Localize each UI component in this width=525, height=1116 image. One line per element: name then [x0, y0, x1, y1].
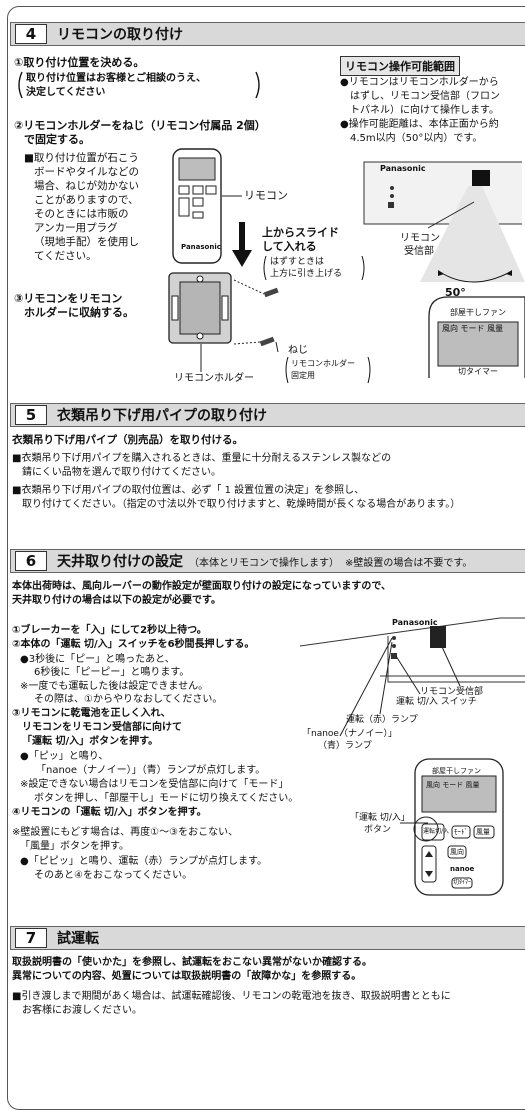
- run-button[interactable]: 運転切/入: [423, 828, 450, 835]
- screw-icon: [233, 279, 279, 353]
- label-screw: ねじ: [288, 345, 308, 356]
- s5-p1: ■衣類吊り下げ用パイプを購入されるときは、重量に十分耐えるステンレス製などの: [12, 453, 392, 464]
- fan-button[interactable]: 風量: [476, 828, 490, 836]
- remote-screen-title: 部屋干しファン: [450, 308, 506, 317]
- s6-step-line: ※壁設置にもどす場合は、再度①〜③をおこない、: [12, 827, 239, 838]
- s5-p2: ■衣類吊り下げ用パイプの取付位置は、必ず「 1 設置位置の決定」を参照し、: [12, 485, 365, 496]
- label-receiver-6: リモコン受信部: [420, 687, 484, 697]
- label-switch: 運転 切/入 スイッチ: [396, 697, 477, 707]
- angle-label: 50°: [445, 286, 466, 299]
- s4-step1-note: 取り付け位置はお客様とご相談のうえ、 決定してください: [16, 70, 262, 100]
- unit-brand-6: Panasonic: [392, 618, 438, 627]
- section-6-header: 6 天井取り付けの設定 （本体とリモコンで操作します） ※壁設置の場合は不要です…: [10, 549, 525, 573]
- remote-holder-illustration: [168, 272, 232, 344]
- s6-lead: 本体出荷時は、風向ルーバーの動作設定が壁面取り付けの設定になっていますので、: [12, 581, 391, 592]
- page-frame: [7, 6, 525, 1110]
- s6-step-line: ①ブレーカーを「入」にして2秒以上待つ。: [12, 625, 207, 636]
- s4-step3: ③リモコンをリモコン: [14, 292, 123, 305]
- s4-note-line: 場合、ねじが効かない: [34, 180, 139, 192]
- section-5-header: 5 衣類吊り下げ用パイプの取り付け: [10, 403, 525, 427]
- s6-step-line: その際は、①からやりなおしてください。: [34, 694, 223, 705]
- label-run-button: 「運転 切/入」: [350, 813, 410, 823]
- section-number: 4: [15, 24, 47, 44]
- s4-note-line: アンカー用プラグ: [34, 222, 118, 234]
- range-text: ●リモコンはリモコンホルダーからはずし、リモコン受信部（フロントパネル）に向けて…: [340, 76, 525, 150]
- nanoe-label: nanoe: [450, 865, 475, 873]
- s6-step-line: 「風量」ボタンを押す。: [20, 841, 129, 852]
- label-red-lamp: 運転（赤）ランプ: [346, 715, 418, 725]
- unit-ceiling-illustration: [300, 617, 525, 683]
- remote-full-illustration: 部屋干しファン 風向 モード 風量 運転切/入 ﾓｰﾄﾞ 風量 風向 nanoe…: [414, 758, 504, 896]
- remote6-screen-title: 部屋干しファン: [432, 767, 481, 775]
- arrow-down-icon: [232, 222, 252, 267]
- s6-step-line: ●「ピピッ」と鳴り、運転（赤）ランプが点灯します。: [20, 856, 268, 867]
- signal-beam: [420, 186, 525, 283]
- s6-step-line: 「運転 切/入」ボタンを押す。: [22, 736, 159, 747]
- label-receiver: リモコン: [400, 233, 440, 244]
- s4-step1: ①取り付け位置を決める。: [14, 56, 145, 69]
- s7-lead1: 取扱説明書の「使いかた」を参照し、試運転をおこない異常がないか確認する。: [12, 957, 372, 968]
- s6-step-line: ●3秒後に「ピー」と鳴ったあと、: [20, 654, 175, 665]
- s7-p1: ■引き渡しまで期間があく場合は、試運転確認後、リモコンの乾電池を抜き、取扱説明書…: [12, 991, 451, 1002]
- range-line: 4.5m以内（50°以内）です。: [350, 133, 483, 144]
- timer-button[interactable]: 切ﾀｲﾏｰ: [453, 879, 472, 886]
- range-line: ●操作可能距離は、本体正面から約: [340, 119, 499, 130]
- s4-note-line: てください。: [34, 250, 97, 262]
- s4-note-line: ボードやタイルなどの: [34, 166, 139, 178]
- s5-lead: 衣類吊り下げ用パイプ（別売品）を取り付ける。: [12, 434, 243, 446]
- s4-note-line: ■取り付け位置が石こう: [24, 152, 139, 164]
- s6-step-line: 「nanoe（ナノイー）」（青）ランプが点灯します。: [36, 765, 266, 776]
- label-slide: 上からスライド: [262, 226, 339, 239]
- s6-step-line: ボタンを押し、「部屋干し」モードに切り換えてください。: [34, 793, 299, 804]
- label-nanoe-lamp: 「nanoe（ナノイー）」: [302, 729, 398, 739]
- label-screw-note: リモコンホルダー 固定用: [284, 356, 372, 384]
- mode-button[interactable]: ﾓｰﾄﾞ: [454, 828, 468, 836]
- label-remote: リモコン: [244, 189, 288, 202]
- range-line: はずし、リモコン受信部（フロン: [350, 91, 500, 102]
- range-line: ●リモコンはリモコンホルダーから: [340, 77, 499, 88]
- section-title: リモコンの取り付け: [57, 27, 183, 43]
- section-7-header: 7 試運転: [10, 926, 525, 950]
- s4-step2: ②リモコンホルダーをねじ（リモコン付属品 2個）: [14, 119, 266, 132]
- s4-note-line: ことがありますので、: [34, 194, 139, 206]
- range-title: リモコン操作可能範囲: [340, 56, 460, 76]
- s6-step-line: 6秒後に「ピーピー」と鳴ります。: [34, 667, 190, 678]
- s4-note-line: そのときには市販の: [34, 208, 129, 220]
- section-4-header: 4 リモコンの取り付け: [10, 22, 525, 46]
- s6-step-line: ●「ピッ」と鳴り、: [20, 751, 109, 762]
- remote-illustration: Panasonic: [172, 148, 222, 264]
- s6-step-line: ※設定できない場合はリモコンを受信部に向けて「モード」: [20, 779, 289, 790]
- remote-top-illustration: 部屋干しファン 風向 モード 風量 切タイマー: [428, 296, 525, 378]
- remote-brand: Panasonic: [181, 243, 221, 251]
- s6-step-line: ※一度でも運転した後は設定できません。: [20, 681, 209, 692]
- s4-note-line: （現地手配）を使用し: [34, 236, 139, 248]
- direction-button[interactable]: 風向: [450, 848, 464, 856]
- s6-step-line: ②本体の「運転 切/入」スイッチを6秒間長押しする。: [12, 639, 255, 650]
- label-holder: リモコンホルダー: [174, 373, 254, 384]
- s6-step-line: ④リモコンの「運転 切/入」ボタンを押す。: [12, 807, 207, 818]
- callout-lines: [339, 637, 461, 737]
- range-line: トパネル）に向けて操作します。: [350, 105, 499, 116]
- s6-step-line: ③リモコンに乾電池を正しく入れ、: [12, 708, 171, 719]
- s6-step-line: リモコンをリモコン受信部に向けて: [22, 722, 182, 733]
- s6-step-line: そのあと④をおこなってください。: [34, 870, 193, 881]
- label-remove: はずすときは 上方に引き上げる: [262, 255, 366, 281]
- unit-brand: Panasonic: [380, 164, 426, 173]
